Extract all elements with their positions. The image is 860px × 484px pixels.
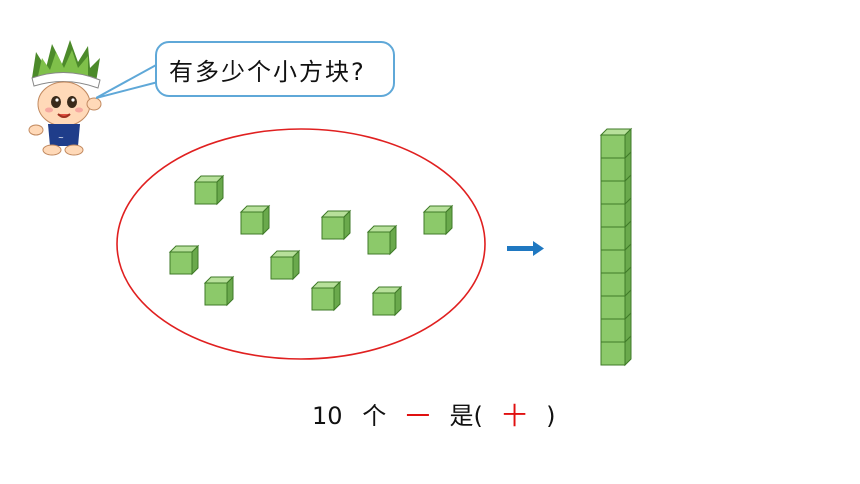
caption-is-text: 是( [449,402,483,430]
cube-icon [367,225,397,255]
caption-unit-one: 一 [405,402,430,430]
mascot-icon: ~ [28,40,102,156]
question-text: 有多少个小方块? [169,58,366,86]
caption-close-paren: ) [546,402,556,430]
cube-icon [169,245,199,275]
cube-icon [372,286,402,316]
cube-icon [194,175,224,205]
ten-rod [599,127,633,367]
arrow-right-icon [507,241,544,256]
cube-icon [321,210,351,240]
cube-icon [423,205,453,235]
cube-icon [240,205,270,235]
svg-text:~: ~ [58,134,64,142]
cube-icon [270,250,300,280]
group-ellipse [116,128,486,360]
caption-sentence: 10 个 一 是( 十 ) [312,396,568,431]
cube-icon [204,276,234,306]
caption-number: 10 [312,402,343,430]
caption-answer: 十 [502,402,527,430]
speech-bubble: 有多少个小方块? [155,41,395,97]
cube-icon [311,281,341,311]
caption-measure-word: 个 [362,402,387,430]
